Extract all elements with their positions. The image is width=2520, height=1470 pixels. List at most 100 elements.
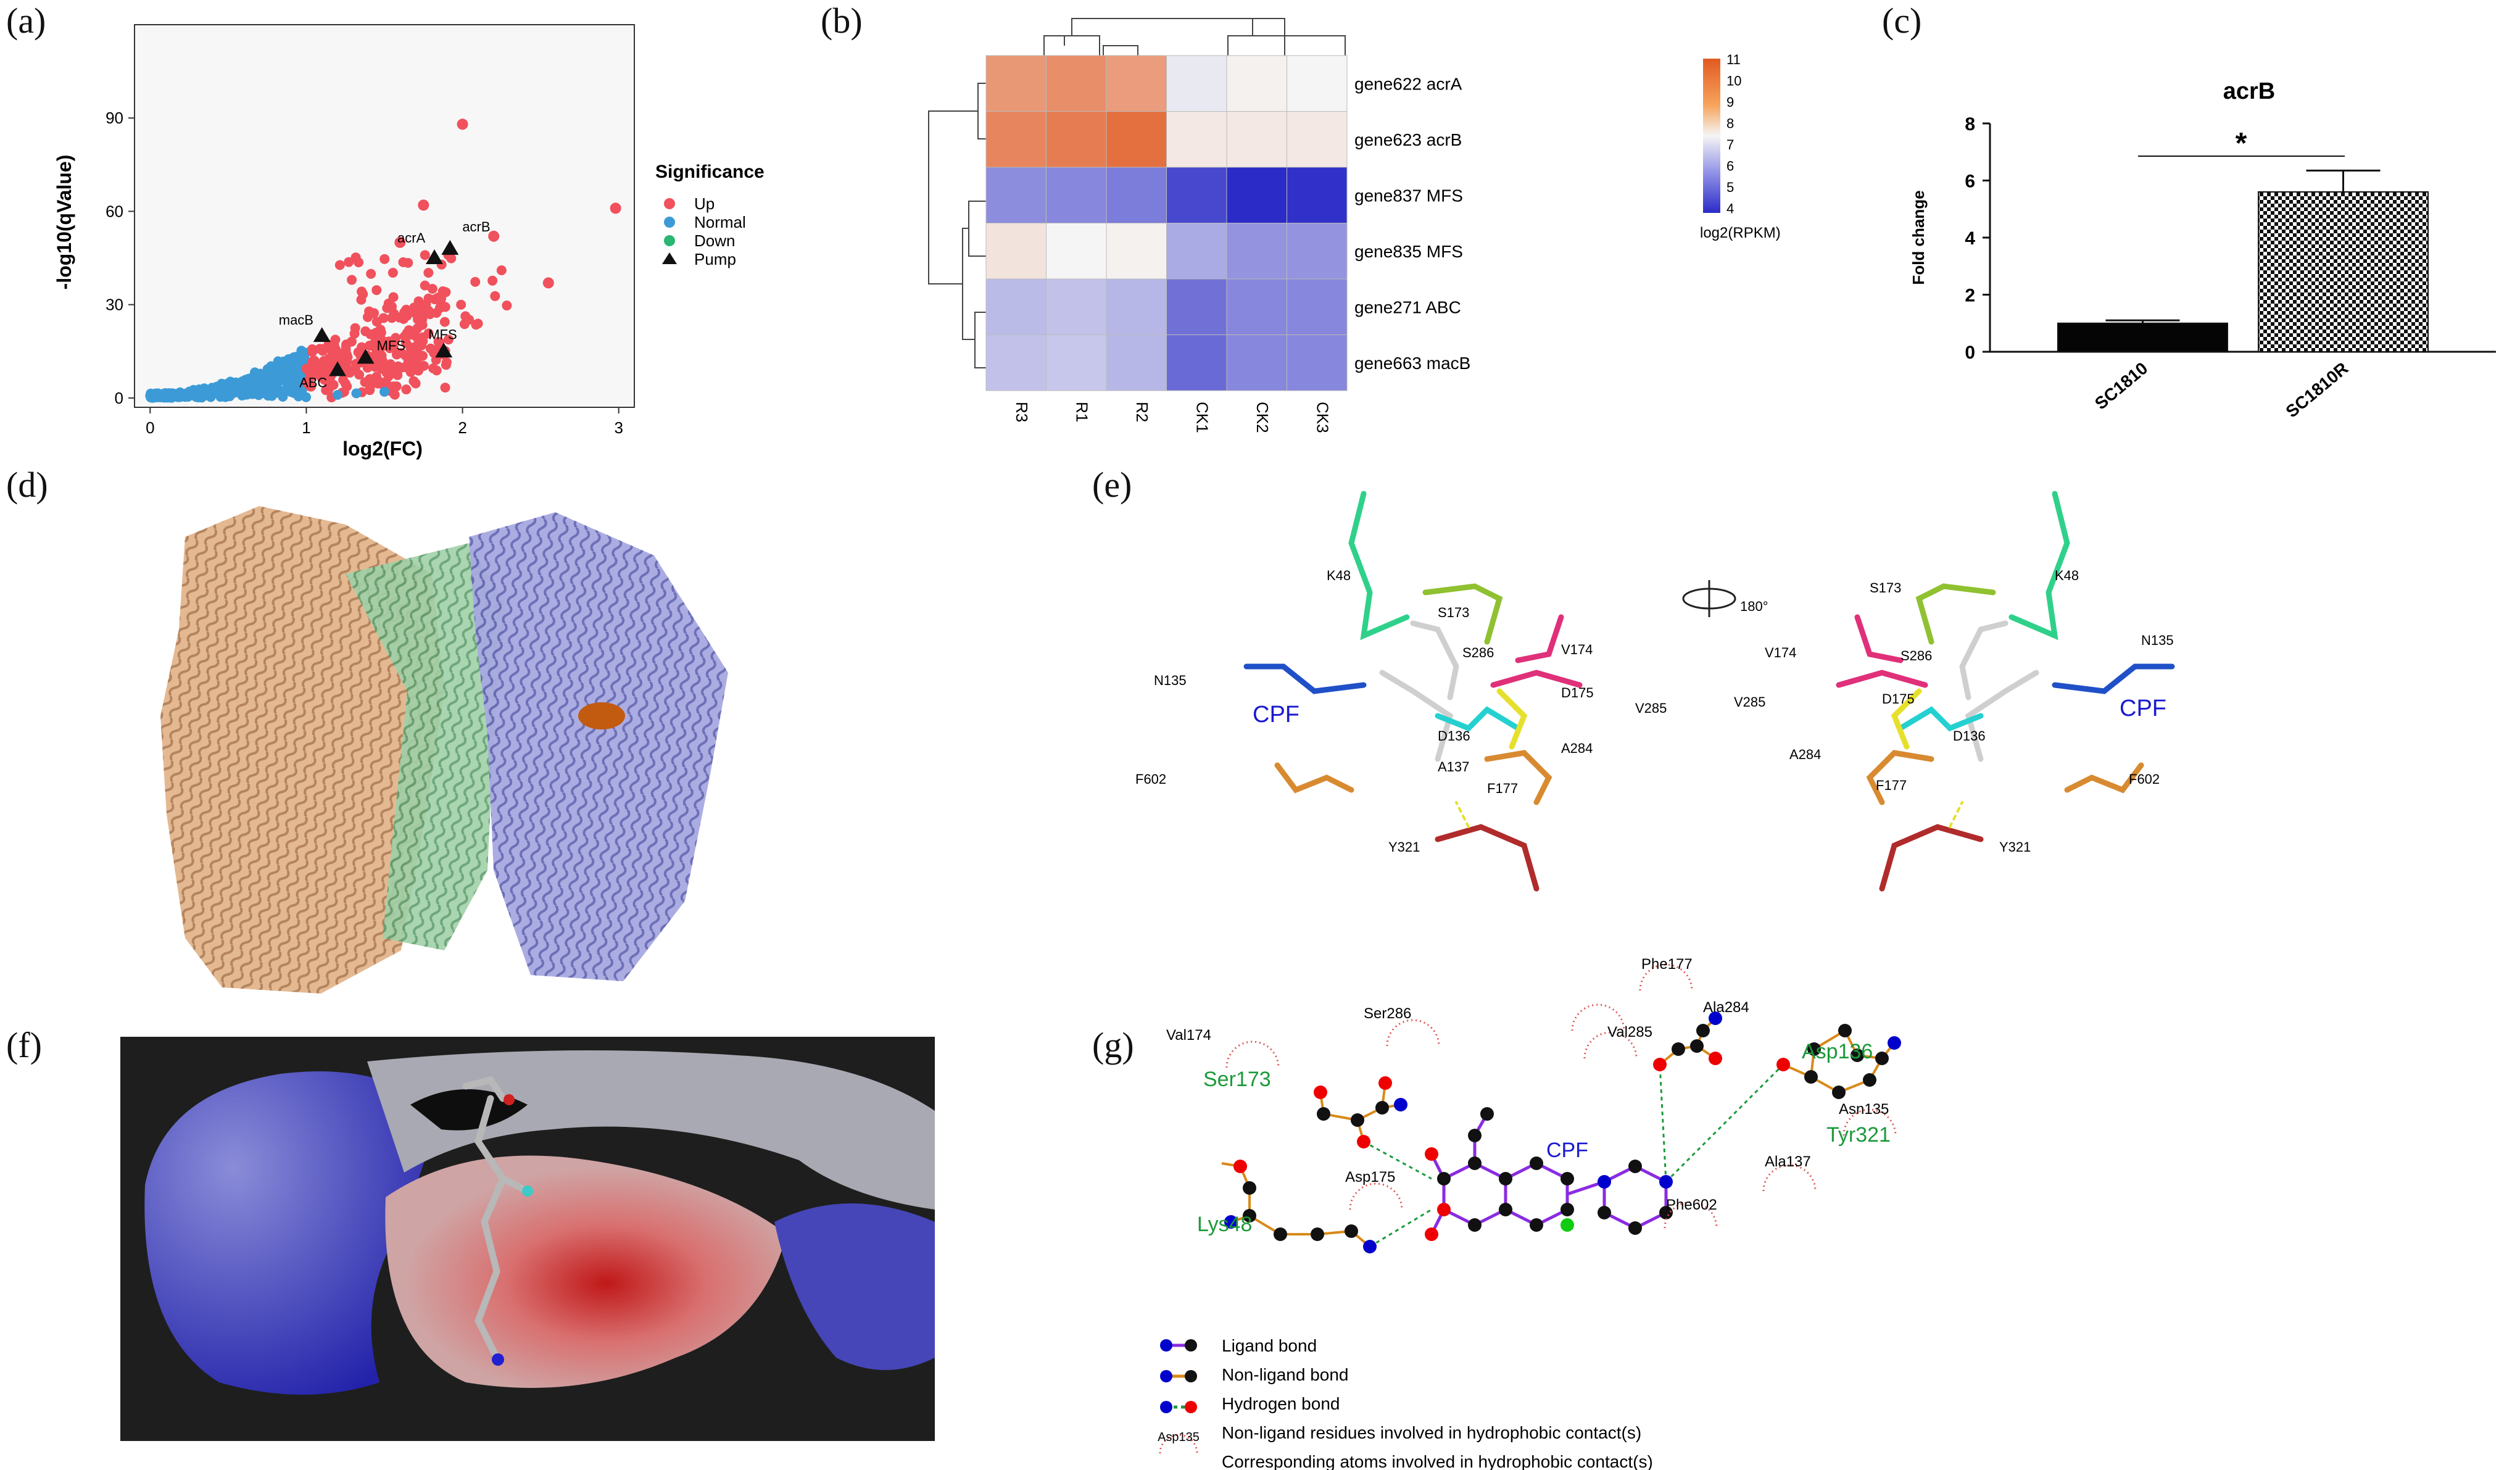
atom (1530, 1218, 1543, 1232)
up-point (377, 355, 388, 365)
atom (1351, 1113, 1364, 1127)
up-point (388, 267, 398, 278)
pump-label: acrA (397, 230, 426, 246)
up-point (395, 363, 405, 373)
heatmap-col-label: R2 (1133, 402, 1151, 422)
normal-point (288, 383, 299, 394)
heatmap-cell (1046, 278, 1107, 335)
left-residue-label: K48 (1327, 568, 1351, 583)
atom (1499, 1203, 1512, 1216)
up-point (405, 367, 416, 377)
up-point (425, 343, 436, 354)
normal-point (271, 387, 281, 397)
ligplot-ligand-label: CPF (1546, 1139, 1588, 1162)
heatmap-row-label: gene663 macB (1354, 354, 1470, 373)
up-point (388, 381, 399, 392)
heatmap-cell (1287, 223, 1348, 280)
heatmap-cell (1106, 223, 1167, 280)
protein-structure-image (160, 506, 728, 994)
heatmap-scale-tick: 11 (1726, 52, 1741, 67)
up-point (350, 323, 360, 333)
normal-point (241, 389, 251, 400)
left-ligand-label: CPF (1253, 702, 1299, 728)
heatmap-col-label: CK3 (1313, 402, 1332, 433)
heatmap-row-label: gene837 MFS (1354, 186, 1463, 205)
up-point (391, 333, 401, 343)
up-point (418, 332, 428, 343)
atom (1345, 1224, 1358, 1238)
atom (1274, 1227, 1287, 1241)
heatmap-scale-tick: 9 (1726, 94, 1734, 110)
pump-marker (357, 349, 375, 364)
right-residue-label: V285 (1734, 694, 1765, 710)
atom (1690, 1039, 1704, 1053)
right-ligand-label: CPF (2120, 696, 2166, 721)
heatmap-cell (1166, 167, 1227, 223)
legend-label-normal: Normal (694, 213, 746, 231)
heatmap-cell (985, 167, 1047, 223)
left-residue-label: V285 (1635, 700, 1667, 716)
up-point (487, 275, 498, 286)
legend-marker-pump (662, 252, 677, 264)
normal-point (254, 390, 264, 401)
panel-label-f: (f) (6, 1025, 42, 1065)
atom (1363, 1240, 1377, 1253)
right-residue-label: F177 (1876, 778, 1907, 793)
heatmap-scale-tick: 7 (1726, 137, 1734, 152)
hbond-residue-label: Asp136 (1802, 1040, 1873, 1063)
bar-sc1810 (2057, 322, 2228, 352)
heatmap-cell (1226, 167, 1287, 223)
heatmap-row-label: gene623 acrB (1354, 130, 1462, 149)
up-point (388, 292, 399, 302)
legend-atom (1160, 1401, 1172, 1413)
heatmap-col-label: R1 (1072, 402, 1091, 422)
panel-label-e: (e) (1092, 465, 1132, 505)
right-residue-label: V174 (1765, 645, 1796, 660)
up-point (366, 268, 376, 279)
atom (1863, 1073, 1876, 1087)
atom (1468, 1218, 1482, 1232)
volcano-y-tick-label: 0 (115, 389, 123, 407)
atom (1851, 1049, 1864, 1062)
up-point (379, 254, 390, 264)
pump-marker (329, 361, 347, 376)
heatmap-cell (1166, 223, 1227, 280)
blue-surface-region (144, 1071, 442, 1395)
normal-point (213, 386, 224, 397)
volcano-x-tick-label: 3 (614, 418, 623, 437)
heatmap-col-label: CK2 (1253, 402, 1272, 433)
up-point (364, 306, 375, 317)
non-ligand-bonds (1221, 1017, 1896, 1248)
up-point (404, 325, 414, 335)
heatmap-row-label: gene271 ABC (1354, 297, 1461, 317)
atom (1243, 1181, 1256, 1195)
left-residue-label: D175 (1561, 685, 1594, 700)
up-point (341, 344, 351, 355)
ligand-bonds (1430, 1113, 1668, 1235)
heatmap-cell (1106, 55, 1167, 112)
legend-atom (1160, 1339, 1172, 1352)
up-point (456, 299, 466, 310)
volcano-x-tick-label: 0 (146, 418, 154, 437)
panel-label-d: (d) (6, 465, 48, 505)
up-point (431, 365, 442, 376)
normal-point (169, 390, 180, 401)
legend-label: Non-ligand bond (1222, 1365, 1349, 1384)
pump-label: acrB (462, 219, 490, 235)
bar-chart-y-label: Fold change (1909, 190, 1928, 284)
up-point (307, 344, 317, 354)
hydrophobic-residue-label: Asn135 (1839, 1101, 1889, 1118)
hydrophobic-arc (1349, 1182, 1403, 1210)
up-point (320, 359, 331, 370)
legend-atom (1185, 1339, 1197, 1352)
atom (1598, 1206, 1611, 1219)
heatmap-scale-label: log2(RPKM) (1700, 225, 1781, 241)
pump-marker (435, 343, 453, 358)
normal-point (145, 391, 155, 402)
legend-label: Ligand bond (1222, 1336, 1317, 1355)
heatmap-scale-tick: 6 (1726, 159, 1734, 174)
volcano-legend-title: Significance (655, 162, 765, 182)
atom (1628, 1160, 1642, 1173)
hydrophobic-arc (1639, 963, 1693, 991)
